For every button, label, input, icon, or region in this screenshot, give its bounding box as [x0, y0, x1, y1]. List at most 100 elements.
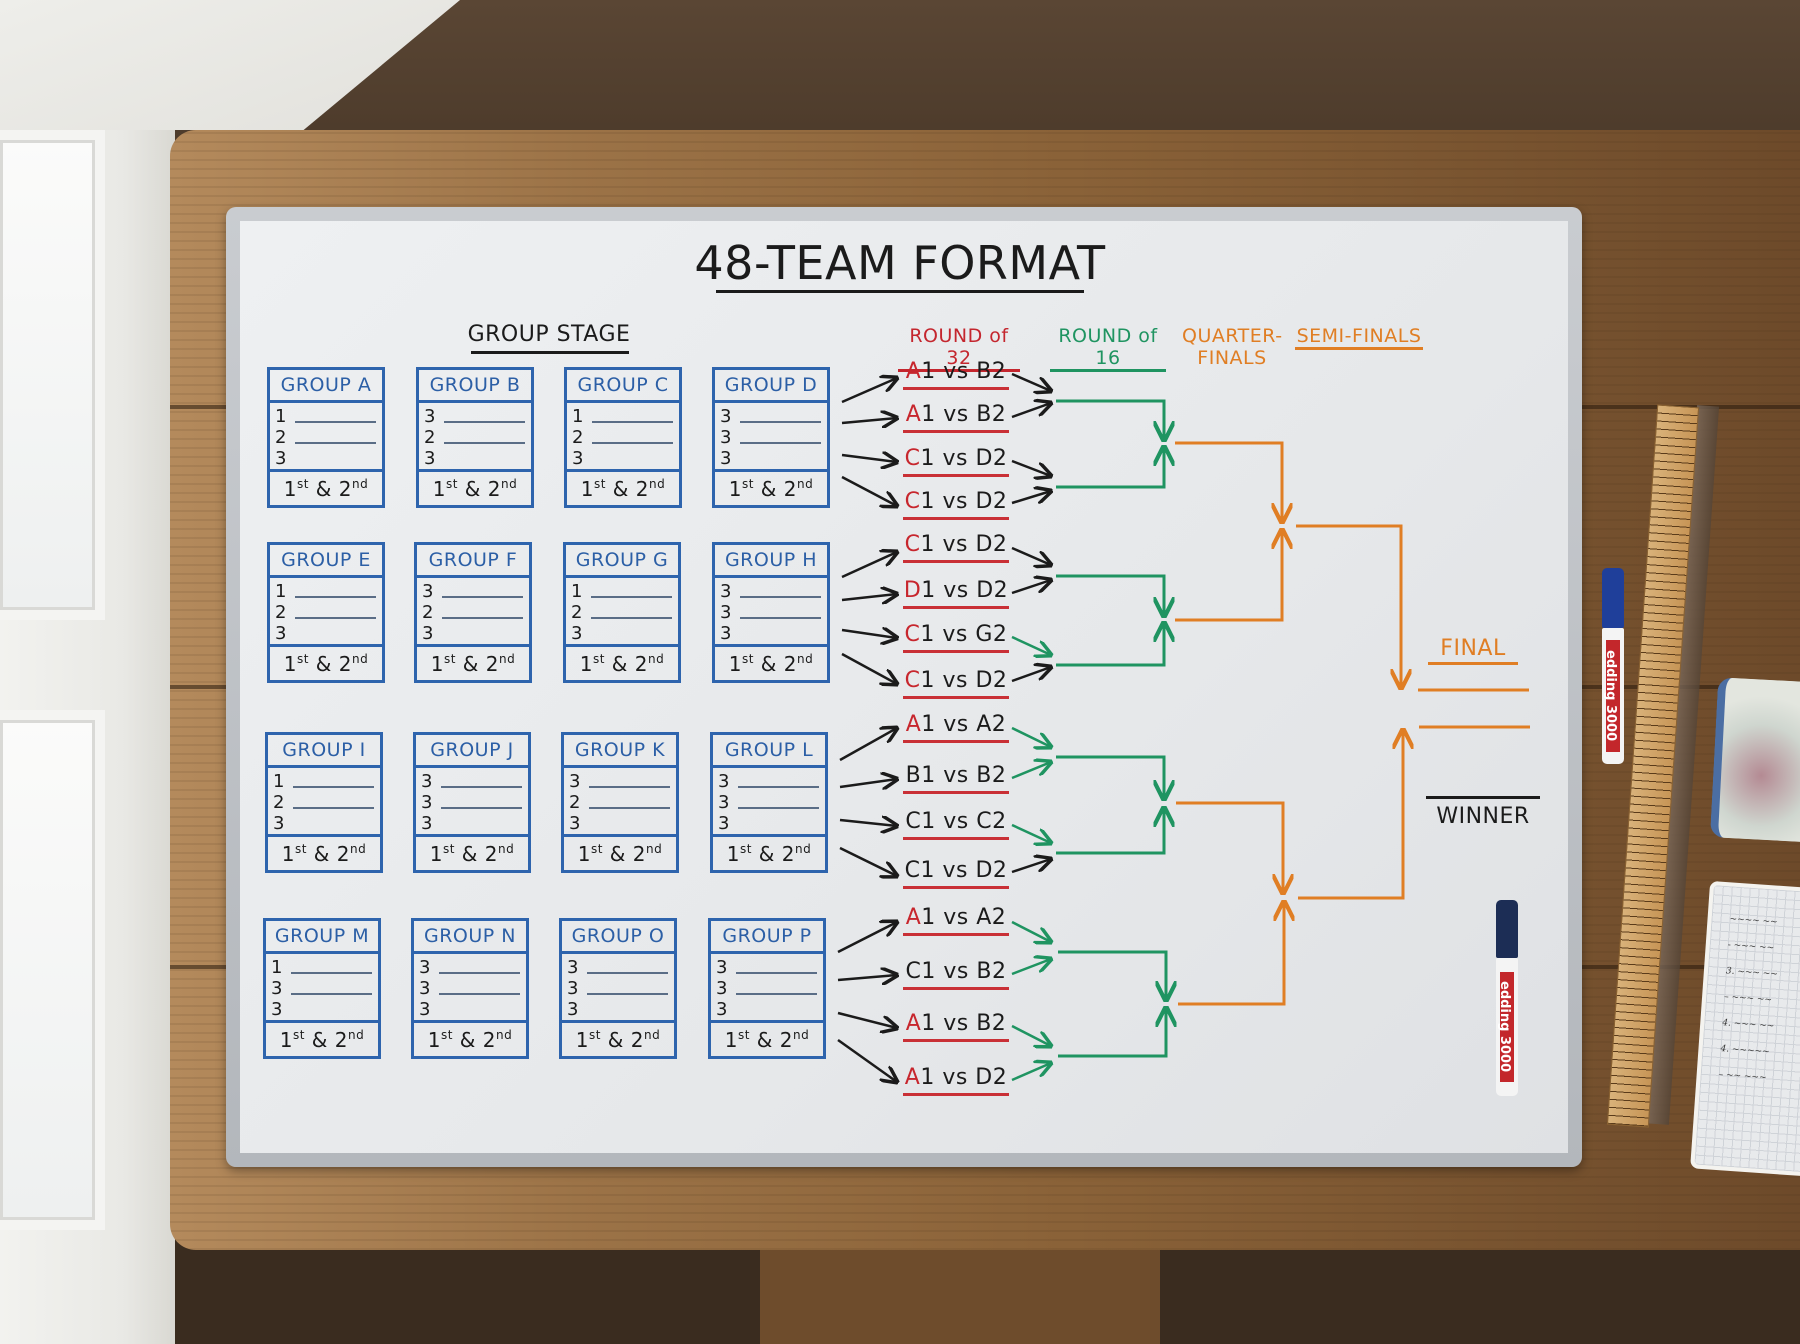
- r32-match-2[interactable]: A1 vs B2: [903, 402, 1009, 433]
- team-blank-line[interactable]: [290, 993, 372, 995]
- semi-finals-header: SEMI-FINALS: [1295, 325, 1423, 350]
- team-blank-line[interactable]: [739, 596, 821, 598]
- group-row: 3: [422, 581, 529, 602]
- team-blank-line[interactable]: [438, 993, 520, 995]
- window-pane-upper: [0, 130, 105, 620]
- team-blank-line[interactable]: [292, 786, 374, 788]
- group-row: 3: [419, 999, 526, 1020]
- group-box-o: GROUP O 3 3 3 1st & 2nd: [559, 918, 677, 1059]
- group-box-k: GROUP K 3 2 3 1st & 2nd: [561, 732, 679, 873]
- match-text: 1 vs A2: [921, 905, 1007, 930]
- team-blank-line[interactable]: [735, 993, 817, 995]
- team-blank-line[interactable]: [586, 993, 668, 995]
- row-rank: 1: [271, 957, 283, 978]
- team-blank-line[interactable]: [588, 807, 670, 809]
- grid-notebook[interactable]: ~~~~ ~~ - ~~~ ~~3. ~~~ ~~– ~~~ ~~4. ~~~ …: [1690, 880, 1800, 1178]
- seed-group-letter: A: [904, 1065, 921, 1090]
- team-blank-line[interactable]: [588, 786, 670, 788]
- final-label: FINAL: [1428, 636, 1518, 665]
- row-rank: 3: [271, 999, 283, 1020]
- row-rank: 3: [424, 406, 436, 427]
- row-rank: 2: [569, 792, 581, 813]
- team-blank-line[interactable]: [737, 807, 819, 809]
- group-row: 2: [424, 427, 531, 448]
- quarter-finals-header-line1: QUARTER-: [1182, 325, 1283, 347]
- team-blank-line[interactable]: [440, 786, 522, 788]
- row-rank: 3: [569, 771, 581, 792]
- row-rank: 3: [716, 999, 728, 1020]
- row-rank: 3: [720, 406, 732, 427]
- team-blank-line[interactable]: [290, 972, 372, 974]
- group-name: GROUP G: [566, 545, 678, 578]
- row-rank: 3: [421, 792, 433, 813]
- group-row: 3: [273, 813, 380, 834]
- team-blank-line[interactable]: [586, 972, 668, 974]
- group-row: 3: [720, 406, 827, 427]
- team-blank-line[interactable]: [739, 617, 821, 619]
- blue-marker[interactable]: edding 3000: [1602, 568, 1624, 764]
- r32-match-7[interactable]: C1 vs G2: [903, 622, 1009, 653]
- cleaning-cloth[interactable]: [1709, 677, 1800, 843]
- r32-match-4[interactable]: C1 vs D2: [903, 489, 1009, 520]
- seed-group-letter: C: [904, 446, 921, 471]
- team-blank-line[interactable]: [294, 442, 376, 444]
- r32-match-10[interactable]: B1 vs B2: [903, 763, 1009, 794]
- navy-marker[interactable]: edding 3000: [1496, 900, 1518, 1096]
- group-advance-footer: 1st & 2nd: [579, 652, 665, 676]
- r32-match-13[interactable]: A1 vs A2: [903, 905, 1009, 936]
- team-blank-line[interactable]: [735, 972, 817, 974]
- team-blank-line[interactable]: [591, 421, 673, 423]
- team-blank-line[interactable]: [441, 617, 523, 619]
- r32-match-12[interactable]: C1 vs D2: [903, 858, 1009, 889]
- r32-match-15[interactable]: A1 vs B2: [903, 1011, 1009, 1042]
- team-blank-line[interactable]: [292, 807, 374, 809]
- team-blank-line[interactable]: [739, 421, 821, 423]
- match-text: 1 vs B2: [921, 1011, 1007, 1036]
- seed-group-letter: B: [905, 763, 922, 788]
- group-box-j: GROUP J 3 3 3 1st & 2nd: [413, 732, 531, 873]
- r32-match-16[interactable]: A1 vs D2: [903, 1065, 1009, 1096]
- r32-match-6[interactable]: D1 vs D2: [903, 578, 1009, 609]
- team-blank-line[interactable]: [294, 617, 376, 619]
- group-row: 3: [419, 978, 526, 999]
- r32-match-8[interactable]: C1 vs D2: [903, 668, 1009, 699]
- team-blank-line[interactable]: [590, 617, 672, 619]
- team-blank-line[interactable]: [294, 421, 376, 423]
- group-box-h: GROUP H 3 3 3 1st & 2nd: [712, 542, 830, 683]
- row-rank: 3: [716, 957, 728, 978]
- marker-body: edding 3000: [1602, 628, 1624, 764]
- team-blank-line[interactable]: [440, 807, 522, 809]
- team-blank-line[interactable]: [438, 972, 520, 974]
- team-blank-line[interactable]: [737, 786, 819, 788]
- team-blank-line[interactable]: [443, 442, 525, 444]
- r32-match-3[interactable]: C1 vs D2: [903, 446, 1009, 477]
- group-rows: 3 2 3: [419, 403, 531, 472]
- team-blank-line[interactable]: [590, 596, 672, 598]
- row-rank: 1: [273, 771, 285, 792]
- r32-match-5[interactable]: C1 vs D2: [903, 532, 1009, 563]
- group-name: GROUP D: [715, 370, 827, 403]
- group-row: 3: [567, 999, 674, 1020]
- r32-match-14[interactable]: C1 vs B2: [903, 959, 1009, 990]
- marker-cap: [1602, 568, 1624, 628]
- group-advance-footer: 1st & 2nd: [728, 477, 814, 501]
- group-advance-footer: 1st & 2nd: [580, 477, 666, 501]
- r32-match-11[interactable]: C1 vs C2: [903, 809, 1009, 840]
- row-rank: 3: [716, 978, 728, 999]
- match-text: 1 vs B2: [921, 359, 1007, 384]
- team-blank-line[interactable]: [443, 421, 525, 423]
- r32-match-1[interactable]: A1 vs B2: [903, 359, 1009, 390]
- group-rows: 3 3 3: [715, 578, 827, 647]
- group-row: 3: [275, 448, 382, 469]
- match-text: 1 vs A2: [921, 712, 1007, 737]
- team-blank-line[interactable]: [739, 442, 821, 444]
- group-row: 3: [718, 771, 825, 792]
- team-blank-line[interactable]: [294, 596, 376, 598]
- r32-match-9[interactable]: A1 vs A2: [903, 712, 1009, 743]
- team-blank-line[interactable]: [591, 442, 673, 444]
- group-name: GROUP C: [567, 370, 679, 403]
- team-blank-line[interactable]: [441, 596, 523, 598]
- group-name: GROUP B: [419, 370, 531, 403]
- quarter-finals-header: QUARTER- FINALS: [1182, 325, 1282, 369]
- group-advance-footer: 1st & 2nd: [728, 652, 814, 676]
